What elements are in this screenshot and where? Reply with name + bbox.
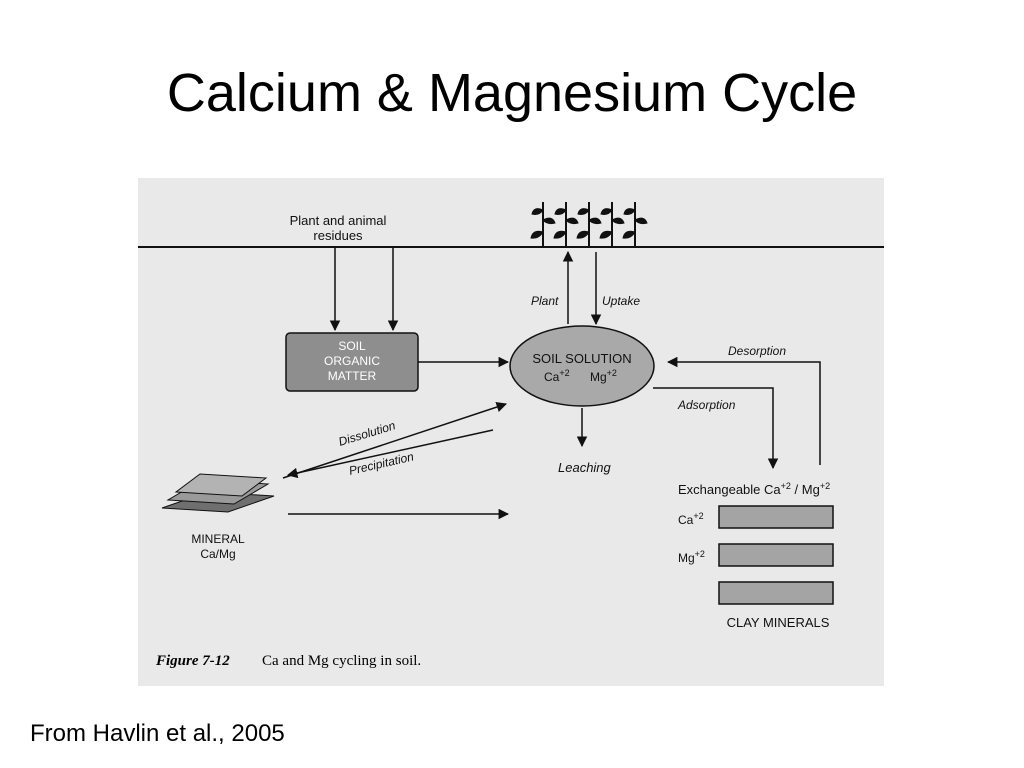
adsorption-arrow — [653, 387, 779, 470]
plants-icon — [530, 202, 648, 247]
clay-layer-2 — [718, 543, 834, 567]
dissolution-label: Dissolution — [337, 418, 398, 449]
soil-solution-ellipse — [509, 325, 655, 407]
som-label-line3: MATTER — [328, 369, 377, 383]
desorption-label: Desorption — [728, 344, 786, 358]
cycle-diagram: Plant and animal residues SOIL ORGANIC M… — [138, 178, 884, 686]
dissolution-arrow — [282, 401, 507, 479]
mineral-label-line2: Ca/Mg — [200, 547, 235, 561]
uptake-label: Uptake — [602, 294, 640, 308]
clay-ca-label: Ca+2 — [678, 511, 704, 527]
clay-layer-1 — [718, 505, 834, 529]
som-label-line1: SOIL — [338, 339, 366, 353]
mineral-label-line1: MINERAL — [191, 532, 245, 546]
soil-solution-label: SOIL SOLUTION — [532, 351, 631, 366]
solution-ca-label: Ca+2 — [544, 368, 570, 384]
exchangeable-label: Exchangeable Ca+2 / Mg+2 — [678, 481, 830, 497]
som-label-line2: ORGANIC — [324, 354, 380, 368]
clay-mg-label: Mg+2 — [678, 549, 705, 565]
figure-caption: Ca and Mg cycling in soil. — [262, 653, 421, 669]
leaching-label: Leaching — [558, 460, 612, 475]
slide-title: Calcium & Magnesium Cycle — [166, 63, 858, 123]
residues-label-line1: Plant and animal — [290, 213, 387, 228]
solution-mg-label: Mg+2 — [590, 368, 617, 384]
source-citation: From Havlin et al., 2005 — [30, 720, 285, 747]
clay-layer-3 — [718, 581, 834, 605]
figure-number: Figure 7-12 — [155, 653, 230, 669]
clay-minerals-label: CLAY MINERALS — [727, 615, 830, 630]
plant-label: Plant — [531, 294, 559, 308]
diagram-svg: Plant and animal residues SOIL ORGANIC M… — [138, 202, 884, 669]
precipitation-arrow — [286, 429, 494, 479]
mineral-slabs-icon — [161, 473, 275, 513]
residues-label-line2: residues — [313, 228, 363, 243]
adsorption-label: Adsorption — [677, 398, 736, 412]
desorption-arrow — [666, 356, 821, 465]
